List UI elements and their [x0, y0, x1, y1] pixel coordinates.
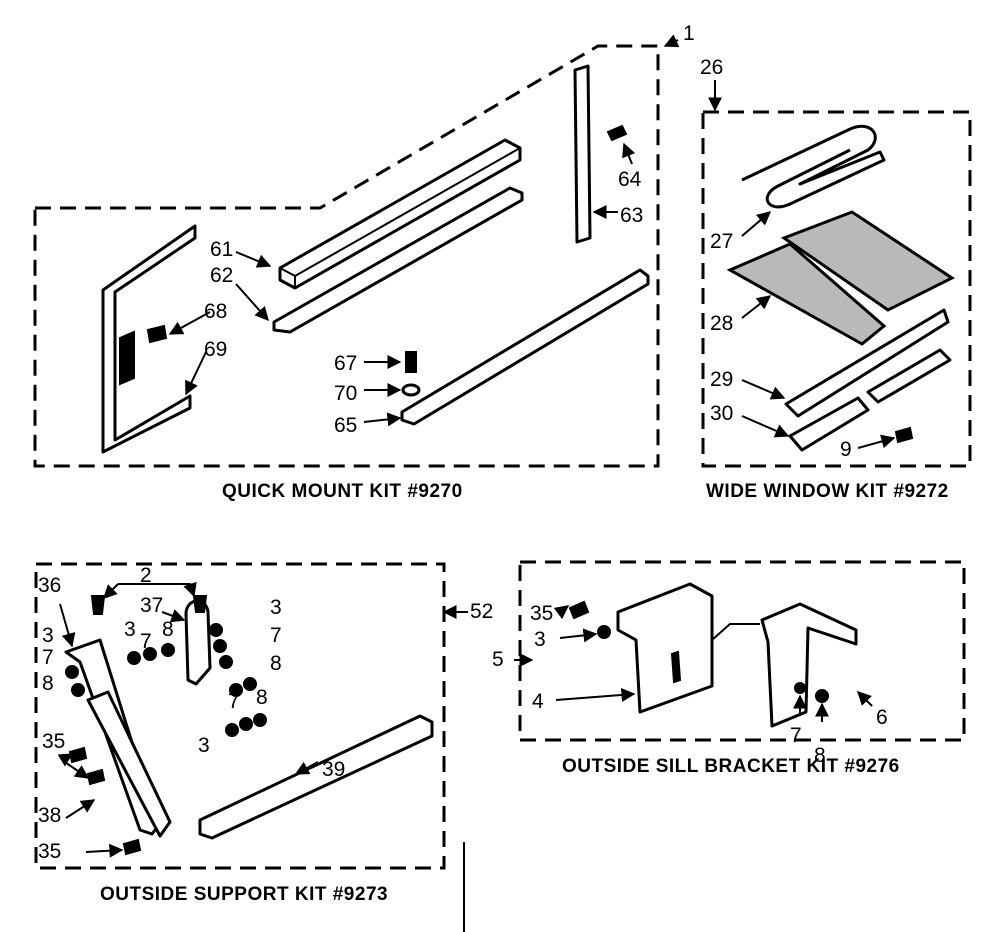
callout-2: 2	[140, 564, 152, 587]
part-3-washer	[597, 625, 611, 639]
part-67-bolt	[405, 351, 417, 373]
part-9-screw	[894, 426, 914, 444]
callout-39: 39	[322, 758, 345, 781]
outside-support-kit-border	[34, 562, 446, 870]
outside-sill-kit-title: OUTSIDE SILL BRACKET KIT #9276	[562, 756, 900, 777]
part-2-bolt-b	[192, 595, 208, 613]
callout-30: 30	[710, 402, 733, 425]
callout-35: 35	[530, 602, 553, 625]
callout-70: 70	[334, 382, 357, 405]
callout-8: 8	[814, 744, 826, 767]
callout-68: 68	[204, 300, 227, 323]
callout-7-a: 7	[42, 646, 54, 669]
wide-window-kit-border	[701, 110, 972, 468]
callout-8-b: 8	[162, 618, 174, 641]
part-4-sill-block	[616, 582, 714, 714]
part-28-panel-b	[726, 242, 887, 346]
quick-mount-kit-title: QUICK MOUNT KIT #9270	[222, 481, 463, 502]
part-2-bolt-a	[90, 595, 106, 615]
part-35-bolt-c	[122, 838, 142, 856]
callout-67: 67	[334, 352, 357, 375]
callout-52: 52	[470, 600, 493, 623]
part-35-screw	[568, 600, 590, 620]
callout-4: 4	[532, 690, 544, 713]
part-side-frame	[101, 224, 197, 454]
callout-9: 9	[840, 438, 852, 461]
callout-8-d: 8	[256, 686, 268, 709]
outside-sill-bracket-kit: 35 3 5 4 7 8 6 OUTSIDE SILL BRACKET KIT …	[492, 560, 966, 777]
outside-support-kit: 52 36 2 37 3 7 8 3 7 8 3 7 8 3 7 8 35 38…	[34, 562, 493, 905]
callout-7-d: 7	[228, 690, 240, 713]
part-30-block	[788, 396, 870, 452]
part-35-bolt-a	[68, 746, 88, 764]
part-27-gasket	[741, 124, 886, 209]
part-39-rail	[198, 714, 434, 840]
callout-7: 7	[790, 724, 802, 747]
callout-37: 37	[140, 594, 163, 617]
callout-28: 28	[710, 312, 733, 335]
callout-7-c: 7	[270, 624, 282, 647]
callout-69: 69	[204, 338, 227, 361]
part-62-strip	[272, 186, 524, 334]
callout-27: 27	[710, 230, 733, 253]
callout-3: 3	[534, 628, 546, 651]
part-7-washer	[794, 682, 806, 694]
part-64-screw	[606, 124, 628, 142]
wide-window-kit: 26 27 28 29 30 9 WIDE WINDOW KIT #9272	[700, 56, 972, 502]
outside-sill-kit-border	[518, 560, 966, 742]
callout-5: 5	[492, 648, 504, 671]
part-6-bracket	[760, 602, 858, 728]
callout-36: 36	[38, 574, 61, 597]
callout-3-c: 3	[270, 596, 282, 619]
callout-1: 1	[683, 22, 695, 45]
part-65-rail	[400, 268, 650, 426]
callout-62: 62	[210, 264, 233, 287]
part-38-brace	[86, 690, 172, 838]
callout-26: 26	[700, 56, 723, 79]
part-8-nut	[815, 689, 829, 703]
washer-nut-stack	[65, 623, 267, 737]
callout-7-b: 7	[140, 630, 152, 653]
callout-29: 29	[710, 368, 733, 391]
callout-3-a: 3	[42, 624, 54, 647]
callout-38: 38	[38, 804, 61, 827]
callout-35-a: 35	[42, 730, 65, 753]
wide-window-kit-title: WIDE WINDOW KIT #9272	[706, 481, 949, 502]
part-28-panel-a	[780, 210, 955, 312]
part-63-strip	[573, 64, 592, 244]
callout-64: 64	[618, 168, 642, 191]
callout-8-c: 8	[270, 652, 282, 675]
callout-65: 65	[334, 414, 357, 437]
callout-8-a: 8	[42, 672, 54, 695]
quick-mount-kit: 1 61 62 63 64 65 67 68 69 70 QUICK MOUNT…	[33, 22, 695, 502]
quick-mount-kit-border	[33, 44, 660, 468]
part-29-channel	[784, 308, 950, 418]
part-4-slot	[670, 650, 682, 684]
part-35-bolt-b	[86, 768, 106, 786]
part-29-block	[866, 348, 952, 404]
callout-61: 61	[210, 238, 233, 261]
part-37-bracket	[184, 599, 212, 686]
callout-63: 63	[620, 204, 643, 227]
callout-3-d: 3	[198, 734, 210, 757]
callout-35-b: 35	[38, 840, 61, 863]
outside-support-kit-title: OUTSIDE SUPPORT KIT #9273	[100, 884, 388, 905]
part-70-washer	[401, 383, 421, 397]
part-68-screw	[146, 324, 168, 344]
callout-3-b: 3	[124, 618, 136, 641]
callout-6: 6	[876, 706, 888, 729]
